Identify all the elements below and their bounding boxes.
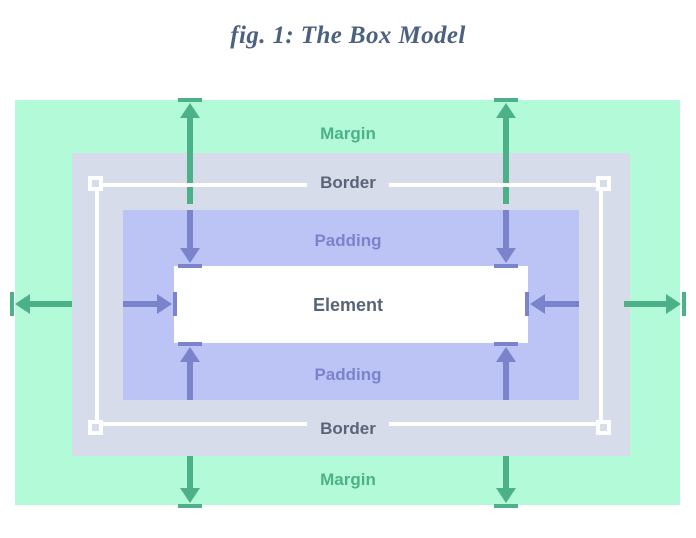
border-handle-top-right[interactable] bbox=[596, 176, 611, 191]
padding-arrow-right-left bbox=[123, 290, 177, 318]
margin-arrow-left bbox=[10, 290, 72, 318]
border-handle-bottom-left[interactable] bbox=[88, 420, 103, 435]
margin-arrow-up-left bbox=[176, 98, 204, 204]
padding-arrow-left-right bbox=[525, 290, 579, 318]
box-model-diagram: Margin Margin Border Border Padding Padd… bbox=[0, 90, 696, 520]
border-label-bottom: Border bbox=[0, 419, 696, 439]
margin-arrow-down-left bbox=[176, 456, 204, 508]
element-region bbox=[174, 266, 528, 343]
padding-arrow-up-right bbox=[492, 342, 520, 400]
border-label-top: Border bbox=[0, 173, 696, 193]
padding-label-bottom: Padding bbox=[314, 365, 382, 384]
border-handle-top-left[interactable] bbox=[88, 176, 103, 191]
border-handle-bottom-right[interactable] bbox=[596, 420, 611, 435]
margin-label-bottom: Margin bbox=[320, 470, 376, 489]
margin-arrow-down-right bbox=[492, 456, 520, 508]
border-label-bottom-text: Border bbox=[307, 419, 389, 438]
padding-arrow-down-left bbox=[176, 210, 204, 268]
margin-label-top: Margin bbox=[320, 124, 376, 143]
padding-arrow-down-right bbox=[492, 210, 520, 268]
border-guide-rectangle bbox=[95, 183, 603, 426]
margin-arrow-up-right bbox=[492, 98, 520, 204]
padding-label-top: Padding bbox=[314, 231, 382, 250]
figure-title: fig. 1: The Box Model bbox=[230, 22, 466, 49]
element-label: Element bbox=[312, 295, 384, 315]
padding-arrow-up-left bbox=[176, 342, 204, 400]
border-label-top-text: Border bbox=[307, 173, 389, 192]
margin-arrow-right bbox=[624, 290, 686, 318]
